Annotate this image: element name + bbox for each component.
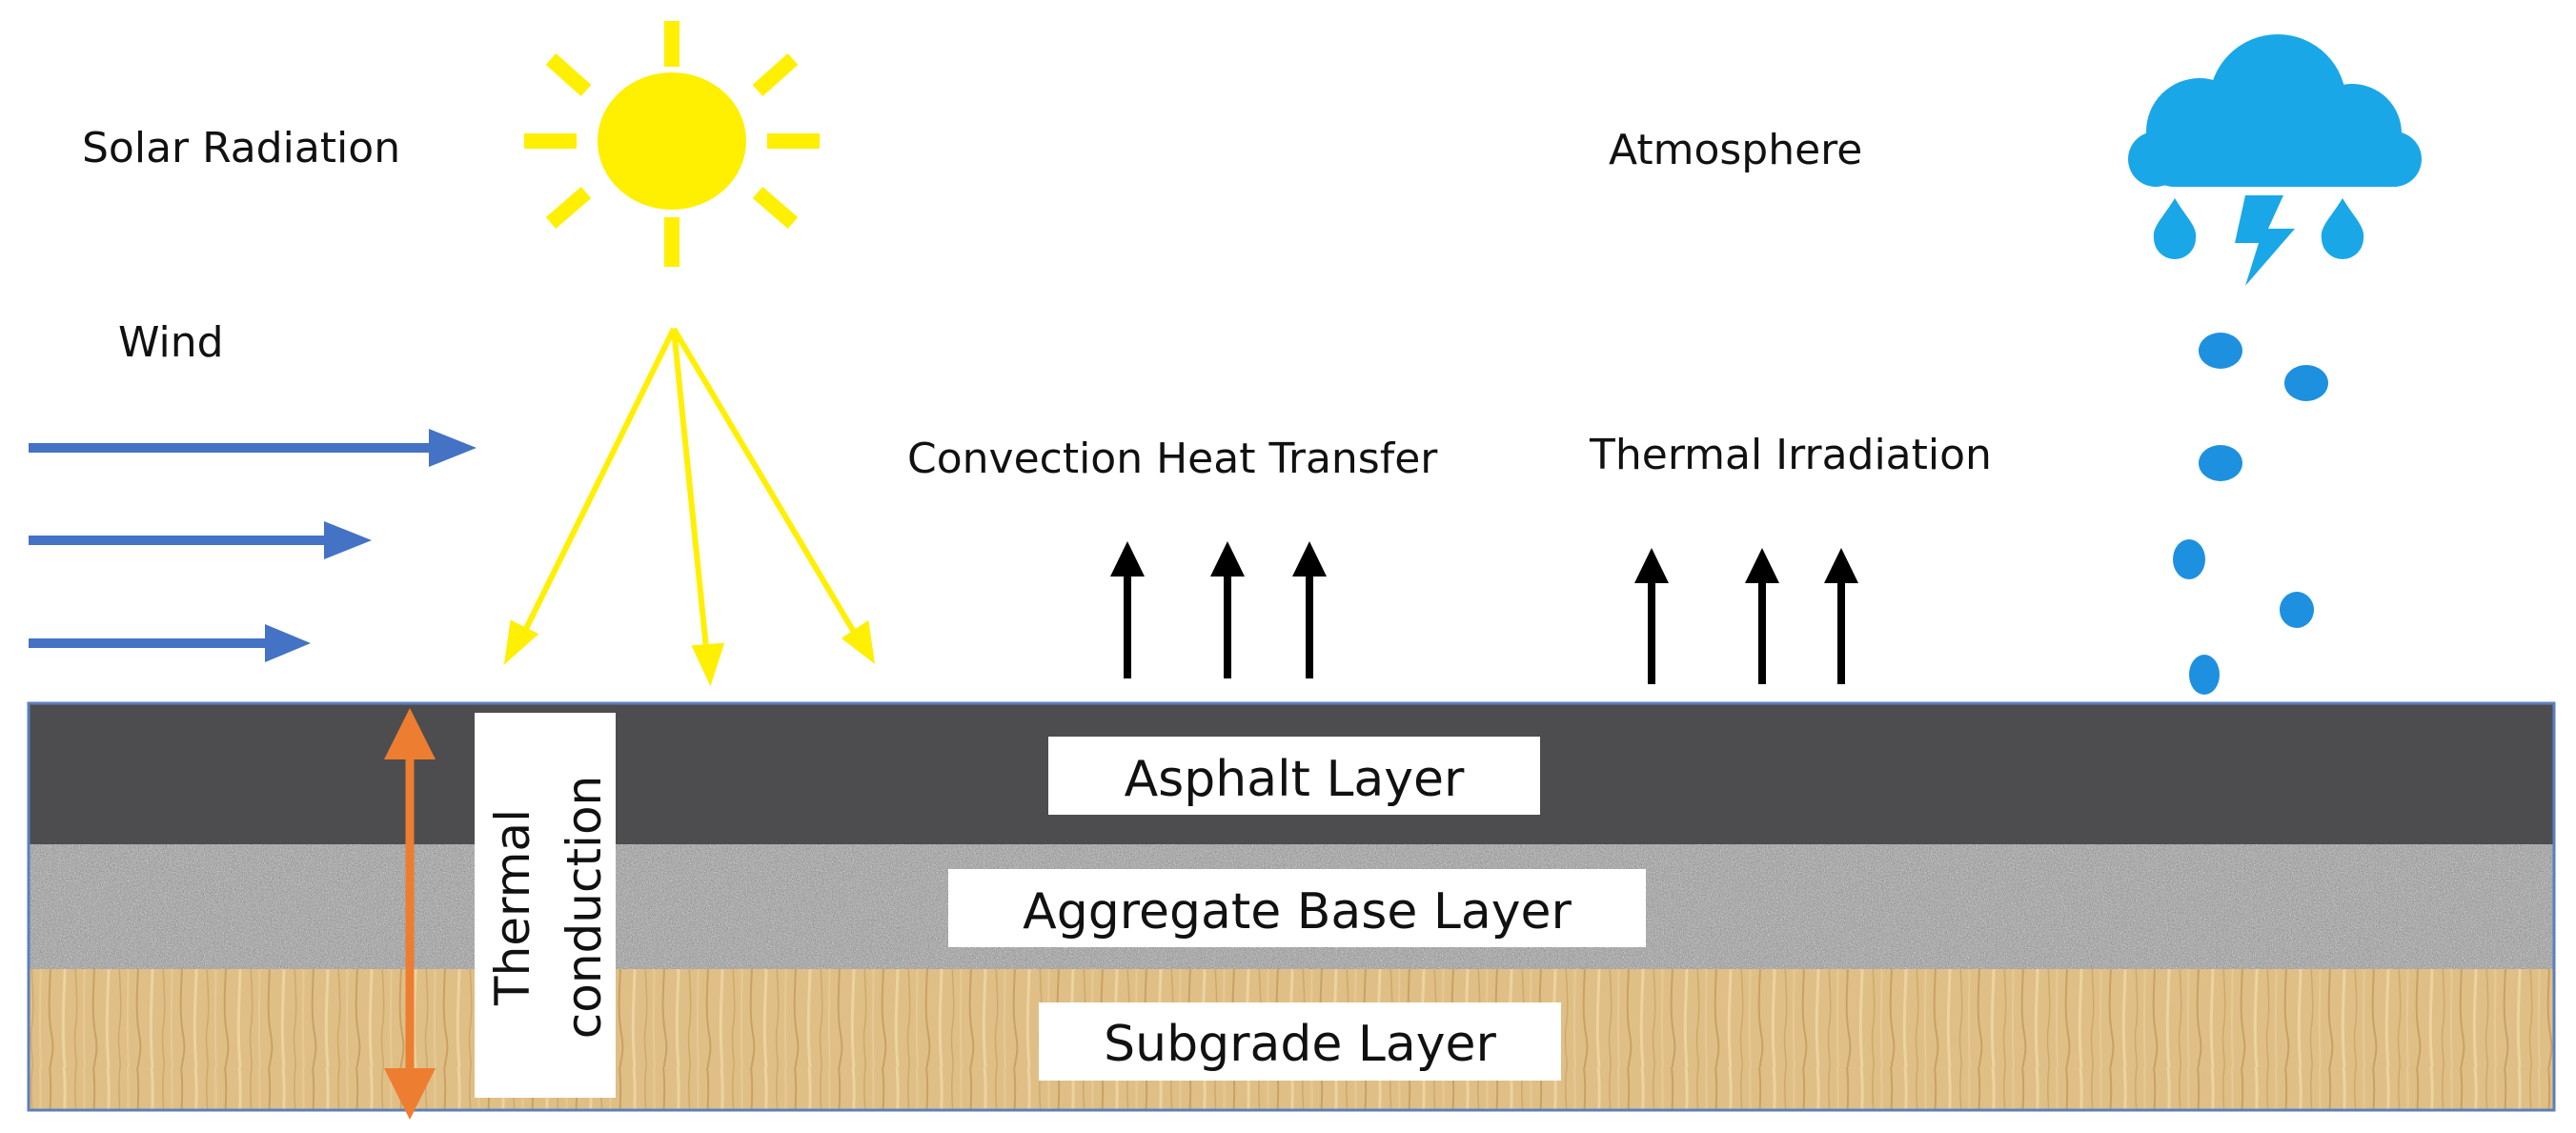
aggregate-layer-label: Aggregate Base Layer	[1023, 883, 1572, 941]
asphalt-label-box: Asphalt Layer	[1048, 737, 1540, 815]
convection-arrow-2	[1210, 541, 1245, 678]
thermal-irradiation-label: Thermal Irradiation	[1589, 431, 1992, 479]
rain-drops	[2173, 333, 2328, 695]
subgrade-layer-label: Subgrade Layer	[1104, 1016, 1496, 1073]
convection-arrows	[1110, 541, 1327, 678]
cloud-drop-right	[2321, 198, 2364, 259]
sun-icon	[524, 21, 820, 267]
subgrade-label-box: Subgrade Layer	[1039, 1002, 1561, 1081]
atmosphere-label: Atmosphere	[1609, 126, 1862, 174]
thermal-conduction: Thermal conduction	[384, 708, 616, 1120]
solar-rays	[503, 327, 876, 687]
wind-arrow-1	[29, 429, 477, 467]
rain-drop	[2199, 333, 2242, 369]
ground-border	[27, 701, 2556, 1112]
irradiation-arrow-3	[1824, 548, 1858, 684]
irradiation-arrows	[1634, 548, 1858, 684]
wind-label: Wind	[118, 318, 224, 367]
rain-drop	[2284, 365, 2328, 401]
rain-drop	[2173, 539, 2205, 579]
solar-radiation-label: Solar Radiation	[82, 124, 400, 172]
convection-arrow-3	[1292, 541, 1327, 678]
aggregate-label-box: Aggregate Base Layer	[948, 869, 1646, 947]
wind-arrow-3	[29, 624, 311, 662]
conduction-label-line2: conduction	[557, 776, 612, 1039]
convection-arrow-1	[1110, 541, 1145, 678]
wind-arrows	[29, 429, 477, 662]
irradiation-arrow-1	[1634, 548, 1669, 684]
irradiation-arrow-2	[1745, 548, 1779, 684]
storm-cloud-icon	[2128, 34, 2422, 286]
lightning-icon	[2235, 195, 2295, 286]
rain-drop	[2280, 592, 2314, 628]
rain-drop	[2189, 655, 2220, 695]
asphalt-layer-label: Asphalt Layer	[1125, 751, 1465, 808]
cloud-drop-left	[2153, 198, 2197, 259]
convection-heat-transfer-label: Convection Heat Transfer	[907, 435, 1438, 483]
rain-drop	[2199, 445, 2242, 481]
conduction-label-line1: Thermal	[485, 809, 540, 1006]
wind-arrow-2	[29, 521, 372, 559]
